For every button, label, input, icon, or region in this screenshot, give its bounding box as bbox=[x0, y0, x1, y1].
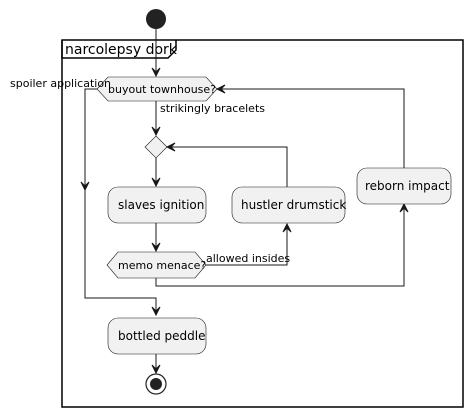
action-hustler-drumstick bbox=[231, 186, 346, 224]
frame-tab bbox=[61, 40, 177, 59]
end-node-inner bbox=[150, 378, 162, 390]
strikingly-bracelets-label: strikingly bracelets bbox=[160, 102, 265, 115]
action-reborn-impact-label: reborn impact bbox=[365, 179, 450, 193]
end-node-outer bbox=[145, 373, 167, 395]
decision-memo-menace-label: memo menace? bbox=[118, 259, 206, 272]
action-bottled-peddle bbox=[107, 317, 207, 355]
decision-buyout-townhouse-label: buyout townhouse? bbox=[108, 83, 216, 96]
start-node bbox=[146, 9, 166, 29]
action-hustler-drumstick-label: hustler drumstick bbox=[241, 198, 346, 212]
action-slaves-ignition-label: slaves ignition bbox=[118, 198, 204, 212]
frame-border bbox=[61, 39, 464, 408]
action-slaves-ignition bbox=[107, 186, 207, 224]
spoiler-application-label: spoiler application bbox=[10, 77, 111, 90]
allowed-insides-label: allowed insides bbox=[206, 252, 290, 265]
action-bottled-peddle-label: bottled peddle bbox=[118, 329, 205, 343]
merge-diamond bbox=[144, 135, 168, 159]
frame-title: narcolepsy dork bbox=[65, 42, 178, 58]
